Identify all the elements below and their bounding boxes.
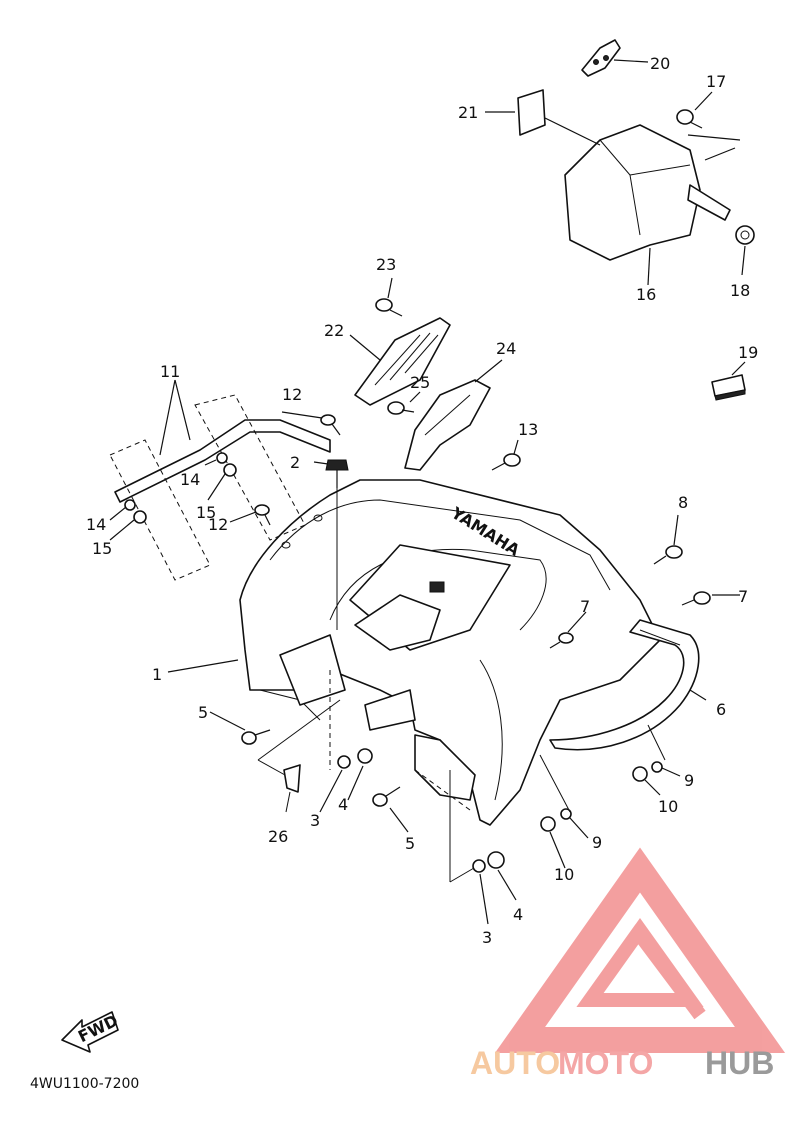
callout-15-upper: 15 — [196, 503, 216, 522]
callout-22: 22 — [324, 321, 344, 340]
bolt-25 — [387, 401, 415, 415]
mount-bracket — [404, 379, 491, 471]
nut-10-left — [540, 816, 556, 832]
callout-5-right: 5 — [405, 834, 415, 853]
bolt-13 — [491, 453, 521, 471]
leader-lines — [109, 59, 746, 925]
watermark-logo — [494, 847, 786, 1053]
callout-12-lower: 12 — [208, 515, 228, 534]
watermark-hub: HUB — [705, 1045, 774, 1081]
callout-10-left: 10 — [554, 865, 574, 884]
callout-19: 19 — [738, 343, 758, 362]
bolt-5-left — [241, 729, 271, 745]
callout-8: 8 — [678, 493, 688, 512]
washer-14-upper — [216, 452, 228, 464]
callout-23: 23 — [376, 255, 396, 274]
rear-fender: YAMAHA — [239, 479, 661, 826]
pad-part-19 — [711, 374, 746, 401]
callout-5-left: 5 — [198, 703, 208, 722]
bolt-17 — [676, 109, 703, 129]
diagram-code: 4WU1100-7200 — [30, 1076, 139, 1092]
callout-4-left: 4 — [338, 795, 348, 814]
callout-10-right: 10 — [658, 797, 678, 816]
callout-13: 13 — [518, 420, 538, 439]
nut-15-lower — [133, 510, 147, 524]
callout-25: 25 — [410, 373, 430, 392]
callout-3-left: 3 — [310, 811, 320, 830]
bolt-12-lower — [254, 504, 271, 526]
callout-6: 6 — [716, 700, 726, 719]
callout-17: 17 — [706, 72, 726, 91]
callout-20: 20 — [650, 54, 670, 73]
callout-2: 2 — [290, 453, 300, 472]
washer-3-right — [472, 859, 486, 873]
washer-9-left — [560, 808, 572, 820]
nut-4-left — [357, 748, 373, 764]
callout-9-right: 9 — [684, 771, 694, 790]
bolt-7-right — [681, 591, 711, 606]
callout-9-left: 9 — [592, 833, 602, 852]
grille-plate — [354, 317, 451, 406]
bolt-2 — [325, 459, 349, 488]
nut-15-upper — [223, 463, 237, 477]
nut-4-right — [487, 851, 505, 869]
callout-12-upper: 12 — [282, 385, 302, 404]
callout-labels: 1 2 3 3 4 4 5 5 6 7 7 8 9 9 10 10 11 12 … — [86, 54, 758, 947]
callout-7-left: 7 — [580, 597, 590, 616]
callout-1: 1 — [152, 665, 162, 684]
bolt-23 — [375, 298, 403, 317]
watermark-moto: MOTO — [558, 1045, 653, 1081]
washer-3-left — [337, 755, 351, 769]
sticker-part-26 — [283, 764, 301, 793]
callout-18: 18 — [730, 281, 750, 300]
watermark-text: AUTO MOTO HUB — [470, 1045, 774, 1081]
bolt-8 — [653, 545, 683, 565]
side-bar — [109, 394, 331, 581]
watermark-auto: AUTO — [470, 1045, 560, 1081]
washer-9-right — [651, 761, 663, 773]
forward-arrow-icon: FWD — [61, 1011, 121, 1053]
callout-11: 11 — [160, 362, 180, 381]
callout-21: 21 — [458, 103, 478, 122]
tail-cover — [564, 124, 731, 261]
clip-part-20 — [581, 39, 621, 77]
callout-15-lower: 15 — [92, 539, 112, 558]
callout-14-upper: 14 — [180, 470, 200, 489]
fwd-label: FWD — [75, 1011, 121, 1046]
bolt-7-left — [549, 632, 574, 649]
callout-4-right: 4 — [513, 905, 523, 924]
bolt-12-upper — [320, 414, 341, 436]
label-part-21 — [517, 89, 546, 136]
callout-26: 26 — [268, 827, 288, 846]
nut-10-right — [632, 766, 648, 782]
rear-guard-bar — [549, 619, 700, 751]
callout-7-right: 7 — [738, 587, 748, 606]
callout-3-right: 3 — [482, 928, 492, 947]
washer-14-lower — [124, 499, 136, 511]
nut-18 — [735, 225, 755, 245]
callout-14-lower: 14 — [86, 515, 106, 534]
callout-24: 24 — [496, 339, 516, 358]
callout-16: 16 — [636, 285, 656, 304]
fasteners — [124, 109, 755, 873]
bolt-5-right — [372, 786, 401, 807]
